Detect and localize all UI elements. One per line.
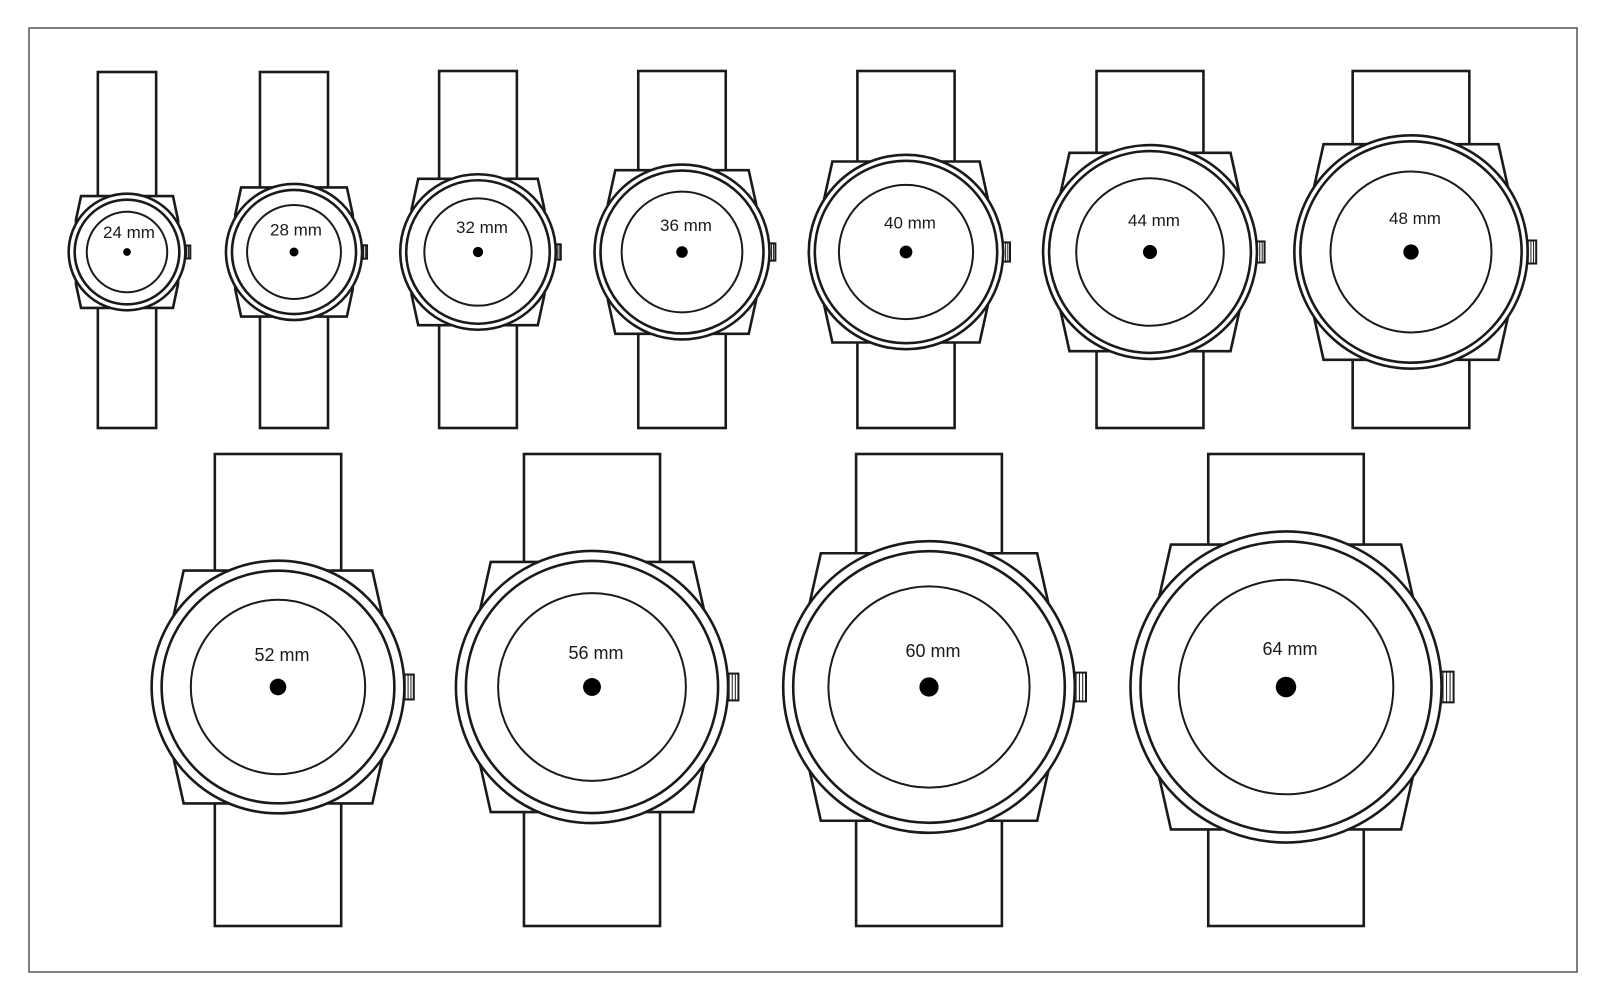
strap-top bbox=[258, 70, 330, 191]
strap-top bbox=[1095, 69, 1205, 157]
strap-top bbox=[854, 452, 1004, 557]
center-pin bbox=[472, 246, 484, 258]
center-pin bbox=[289, 247, 299, 257]
center-pin bbox=[1275, 676, 1297, 698]
center-pin bbox=[583, 678, 601, 696]
size-label: 40 mm bbox=[884, 214, 936, 233]
watch: 60 mm bbox=[781, 452, 1088, 928]
size-label: 44 mm bbox=[1128, 211, 1180, 230]
strap-top bbox=[636, 69, 728, 174]
watch-group: 24 mm 28 mm 32 mm 36 mm 40 mm 44 mm 48 mm 52 mm… bbox=[67, 69, 1538, 928]
strap-bottom bbox=[213, 800, 343, 928]
watch: 36 mm bbox=[593, 69, 777, 430]
strap-bottom bbox=[437, 321, 519, 430]
center-pin bbox=[919, 677, 939, 697]
size-label: 32 mm bbox=[456, 218, 508, 237]
watch: 44 mm bbox=[1041, 69, 1266, 430]
strap-top bbox=[96, 70, 158, 200]
strap-bottom bbox=[856, 339, 956, 430]
watch: 56 mm bbox=[454, 452, 740, 928]
center-pin bbox=[269, 678, 287, 696]
size-label: 52 mm bbox=[254, 645, 309, 665]
center-pin bbox=[1142, 244, 1158, 260]
center-pin bbox=[123, 248, 131, 256]
watch: 52 mm bbox=[150, 452, 415, 928]
watch: 48 mm bbox=[1293, 69, 1538, 430]
strap-bottom bbox=[96, 304, 158, 430]
watch: 24 mm bbox=[67, 70, 192, 430]
size-label: 60 mm bbox=[905, 641, 960, 661]
strap-bottom bbox=[854, 817, 1004, 928]
size-label: 64 mm bbox=[1262, 639, 1317, 659]
watch: 32 mm bbox=[398, 69, 562, 430]
center-pin bbox=[676, 246, 688, 258]
strap-top bbox=[213, 452, 343, 574]
size-label: 56 mm bbox=[568, 643, 623, 663]
watch: 28 mm bbox=[224, 70, 369, 430]
strap-bottom bbox=[1206, 826, 1366, 928]
strap-top bbox=[437, 69, 519, 183]
strap-top bbox=[522, 452, 662, 566]
strap-top bbox=[856, 69, 956, 165]
size-label: 48 mm bbox=[1389, 209, 1441, 228]
strap-bottom bbox=[258, 313, 330, 430]
strap-bottom bbox=[636, 330, 728, 430]
strap-bottom bbox=[522, 808, 662, 928]
chart-frame bbox=[28, 27, 1578, 973]
size-label: 36 mm bbox=[660, 216, 712, 235]
strap-bottom bbox=[1095, 347, 1205, 430]
watch: 64 mm bbox=[1129, 452, 1455, 928]
size-label: 24 mm bbox=[103, 223, 155, 242]
center-pin bbox=[1403, 244, 1419, 260]
strap-top bbox=[1351, 69, 1471, 148]
size-label: 28 mm bbox=[270, 221, 322, 240]
watch: 40 mm bbox=[807, 69, 1012, 430]
center-pin bbox=[899, 245, 913, 259]
